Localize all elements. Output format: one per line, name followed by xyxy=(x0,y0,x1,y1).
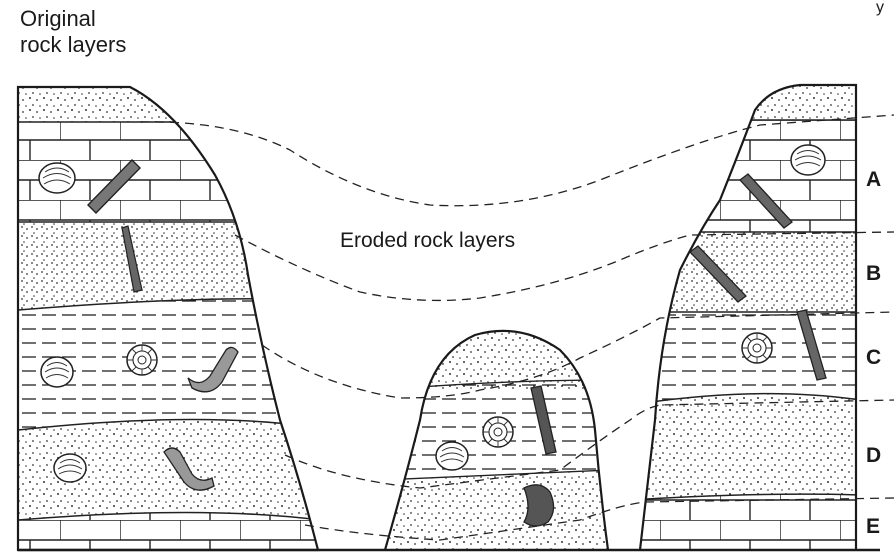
right-layer-d-sandstone xyxy=(630,394,860,500)
left-layer-b-sandstone xyxy=(18,222,320,310)
layer-label-a: A xyxy=(866,168,881,191)
clam-fossil-icon xyxy=(41,357,73,387)
ammonite-fossil-icon xyxy=(483,417,513,447)
right-layer-b-sandstone xyxy=(630,232,860,312)
clam-fossil-icon xyxy=(39,163,75,193)
right-layer-c-shale xyxy=(630,312,860,405)
ammonite-fossil-icon xyxy=(127,345,157,375)
stray-mark: y xyxy=(876,0,884,16)
eroded-rock-layers-label: Eroded rock layers xyxy=(340,229,515,252)
clam-fossil-icon xyxy=(791,145,825,175)
shell-fossil-icon xyxy=(524,485,554,526)
right-layer-e-limestone xyxy=(630,494,860,550)
right-top-sand xyxy=(630,85,860,120)
clam-fossil-icon xyxy=(436,442,468,470)
ammonite-fossil-icon xyxy=(742,333,772,363)
layer-label-d: D xyxy=(866,444,881,467)
left-layer-e-limestone xyxy=(18,513,320,551)
layer-label-c: C xyxy=(866,346,881,369)
layer-label-e: E xyxy=(866,515,880,538)
clam-fossil-icon xyxy=(54,454,86,482)
layer-label-b: B xyxy=(866,262,881,285)
left-top-sand xyxy=(18,87,338,122)
